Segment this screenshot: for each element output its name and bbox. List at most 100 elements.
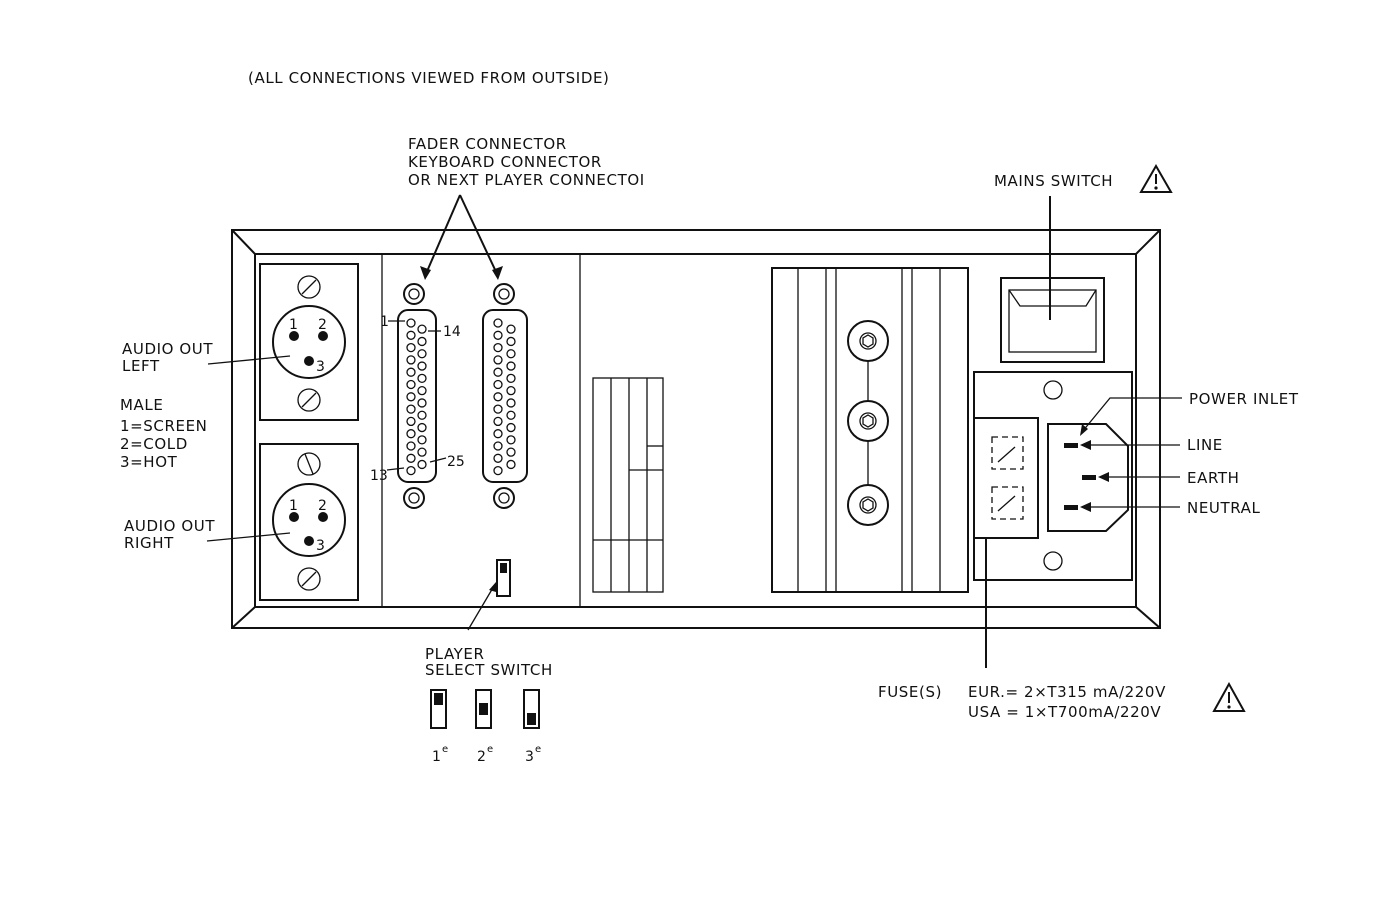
player-select-switch (496, 559, 511, 597)
player-switch-label-1: PLAYER (425, 645, 485, 663)
switch-position-2-num: 2 (477, 749, 486, 765)
dsub-pin (493, 355, 503, 365)
dsub-pin (506, 385, 516, 396)
heatsink (771, 267, 969, 593)
dsub-pin (506, 324, 516, 334)
xlr-right-pin-2: 2 (318, 498, 327, 514)
switch-position-2-sup: e (487, 744, 493, 755)
dsub-pin (417, 410, 427, 420)
connector-label-line-1: FADER CONNECTOR (408, 135, 567, 153)
dsub-pin (417, 459, 427, 470)
connector-label: FADER CONNECTOR KEYBOARD CONNECTOR OR NE… (408, 135, 645, 189)
mains-switch (1000, 277, 1105, 363)
switch-position-1-sup: e (442, 744, 448, 755)
dsub-pin (493, 416, 503, 427)
audio-right-line-1: AUDIO OUT (124, 517, 215, 535)
dsub-pin-1-label: 1 (380, 314, 389, 330)
dsub-pin (406, 465, 416, 476)
dsub-pin (406, 342, 416, 353)
dsub-pin (493, 318, 503, 328)
dsub-pin (406, 379, 416, 390)
earth-arrow (1098, 472, 1109, 482)
dsub-pin (506, 447, 516, 457)
dsub-pin (406, 318, 416, 328)
line-label: LINE (1187, 436, 1223, 454)
xlr-legend-male: MALE (120, 396, 163, 414)
dsub-left-connector: 1 14 13 25 (370, 283, 465, 509)
warning-triangle-icon (1139, 163, 1173, 193)
xlr-legend-hot: 3=HOT (120, 453, 178, 471)
switch-position-3: 3 e (523, 689, 541, 765)
dsub-pin (406, 404, 416, 414)
dsub-pin (506, 349, 516, 359)
dsub-pin (506, 361, 516, 371)
dsub-pin (506, 422, 516, 433)
power-inlet-arrow (1080, 424, 1088, 436)
player-switch-arrow (489, 582, 496, 592)
dsub-pin (406, 392, 416, 402)
dsub-pin (506, 398, 516, 408)
dsub-pin (406, 355, 416, 365)
dsub-pin (493, 429, 503, 439)
dsub-pin (417, 398, 427, 408)
dsub-pin (417, 324, 427, 334)
dsub-pin (417, 435, 427, 445)
dsub-pin (493, 441, 503, 451)
dsub-pin-14-label: 14 (443, 324, 461, 340)
dsub-pin (506, 336, 516, 347)
dsub-pin (406, 330, 416, 340)
xlr-left-pin-1: 1 (289, 317, 298, 333)
dsub-pin (493, 392, 503, 402)
switch-position-3-num: 3 (525, 749, 534, 765)
xlr-legend-screen: 1=SCREEN (120, 417, 208, 435)
header-note: (ALL CONNECTIONS VIEWED FROM OUTSIDE) (248, 69, 610, 87)
dsub-pin (506, 373, 516, 384)
dsub-pin (493, 367, 503, 377)
xlr-right-connector: 1 2 3 (259, 443, 359, 601)
dsub-pin (506, 435, 516, 445)
earth-label: EARTH (1187, 469, 1240, 487)
player-switch-label-2: SELECT SWITCH (425, 661, 553, 679)
connector-label-line-2: KEYBOARD CONNECTOR (408, 153, 602, 171)
dsub-pin (417, 385, 427, 396)
power-inlet-label: POWER INLET (1189, 390, 1299, 408)
switch-position-1-num: 1 (432, 749, 441, 765)
switch-position-3-sup: e (535, 744, 541, 755)
connector-arrows (420, 194, 503, 280)
xlr-right-pin-1: 1 (289, 498, 298, 514)
dsub-pin (406, 367, 416, 377)
dsub-pin (417, 422, 427, 433)
dsub-pin (406, 429, 416, 439)
fuse-label: FUSE(S) (878, 683, 942, 701)
warning-triangle-icon (1212, 681, 1246, 712)
audio-right-line-2: RIGHT (124, 534, 174, 552)
neutral-label: NEUTRAL (1187, 499, 1261, 517)
player-switch-leader (467, 585, 495, 631)
dsub-pin (406, 416, 416, 427)
dsub-pin-25-label: 25 (447, 454, 465, 470)
dsub-pin (493, 453, 503, 463)
xlr-left-pin-2: 2 (318, 317, 327, 333)
dsub-pin (493, 342, 503, 353)
audio-left-line-1: AUDIO OUT (122, 340, 213, 358)
slot-block (592, 377, 664, 593)
fuse-usa: USA = 1×T700mA/220V (968, 703, 1161, 721)
fuse-eur: EUR.= 2×T315 mA/220V (968, 683, 1166, 701)
xlr-legend-cold: 2=COLD (120, 435, 188, 453)
rear-panel (231, 229, 1161, 629)
dsub-pin (406, 453, 416, 463)
switch-position-1: 1 e (430, 689, 448, 765)
dsub-pin (493, 379, 503, 390)
dsub-right-connector (482, 283, 528, 509)
dsub-pin (493, 465, 503, 476)
dsub-pin (417, 349, 427, 359)
connector-label-line-3: OR NEXT PLAYER CONNECTOI (408, 171, 645, 189)
dsub-pin (493, 330, 503, 340)
audio-left-line-2: LEFT (122, 357, 160, 375)
switch-position-2: 2 e (475, 689, 493, 765)
dsub-pin (506, 459, 516, 470)
neutral-arrow (1080, 502, 1091, 512)
dsub-pin (417, 373, 427, 384)
xlr-left-pin-3: 3 (316, 359, 325, 375)
